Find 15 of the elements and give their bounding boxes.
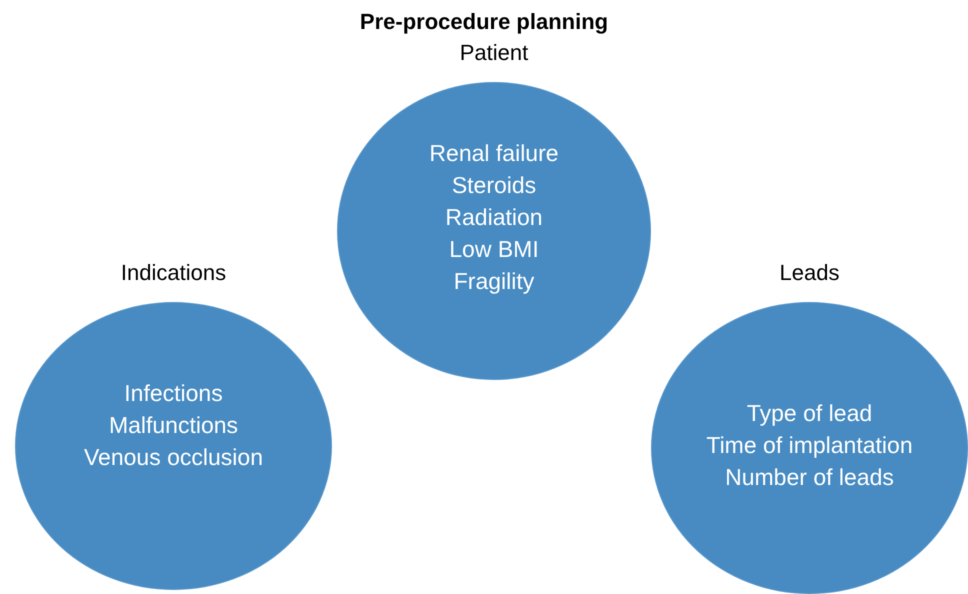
list-item: Infections	[124, 379, 223, 408]
list-item: Malfunctions	[108, 411, 238, 440]
list-item: Renal failure	[429, 139, 559, 168]
circle-heading: Leads	[780, 259, 840, 287]
list-item: Type of lead	[746, 399, 872, 428]
diagram-title: Pre-procedure planning	[358, 8, 610, 36]
circle-heading: Patient	[460, 39, 528, 67]
list-item: Low BMI	[449, 235, 539, 264]
list-item: Venous occlusion	[84, 443, 263, 472]
list-item: Fragility	[454, 267, 534, 296]
list-item: Radiation	[445, 203, 543, 232]
list-item: Time of implantation	[706, 431, 913, 460]
list-item: Number of leads	[725, 463, 894, 492]
circle-heading: Indications	[120, 259, 226, 287]
list-item: Steroids	[452, 171, 536, 200]
